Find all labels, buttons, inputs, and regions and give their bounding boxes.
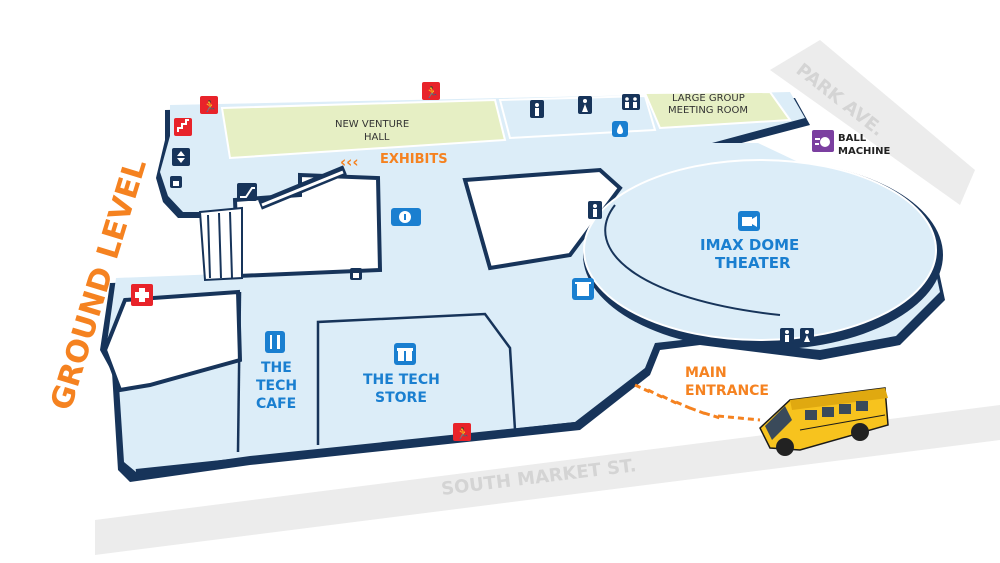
water-fountain-icon (612, 121, 628, 137)
cafe-label-2: TECH (256, 378, 297, 394)
imax-label-2: THEATER (715, 254, 791, 272)
cafe-label-1: THE (261, 360, 292, 376)
restroom-icon (588, 201, 602, 219)
exhibits-arrows: ‹‹‹ (340, 153, 359, 171)
imax-inner-curve (604, 204, 781, 316)
food-icon (265, 331, 285, 353)
new-venture-hall (220, 98, 507, 160)
elevator-icon (172, 148, 190, 166)
svg-text:🏃: 🏃 (425, 86, 439, 99)
park-ave-street (770, 40, 975, 205)
store-label-2: STORE (375, 390, 427, 406)
restroom-pair-icon (780, 328, 814, 344)
fire-exit-icon: 🏃 (422, 82, 440, 100)
main-entrance-label-2: ENTRANCE (685, 383, 769, 399)
first-aid-icon (131, 284, 153, 306)
restroom-men-icon (530, 100, 544, 118)
large-group-label-2: MEETING ROOM (668, 105, 748, 116)
trash-icon (572, 278, 594, 300)
gift-icon (394, 343, 416, 365)
store-wall (316, 312, 517, 445)
bus-icon (759, 387, 889, 456)
cafe-wall (236, 291, 242, 453)
info-icon (391, 208, 421, 226)
cafe-label-3: CAFE (256, 396, 296, 412)
imax-label-1: IMAX DOME (700, 236, 799, 254)
store-label-1: THE TECH (363, 372, 440, 388)
camera-icon (738, 211, 760, 231)
main-entrance-label-1: MAIN (685, 365, 727, 381)
ball-machine-icon (812, 130, 834, 152)
fire-exit-icon: 🏃 (200, 96, 218, 114)
new-venture-label-2: HALL (364, 132, 390, 143)
large-group-room (643, 90, 792, 130)
new-venture-label-1: NEW VENTURE (335, 119, 409, 130)
svg-text:🏃: 🏃 (203, 100, 217, 113)
locker-icon (170, 176, 182, 188)
left-void (102, 289, 243, 393)
escalator-main (198, 165, 347, 282)
ball-machine-label-1: BALL (838, 133, 867, 144)
exhibits-label: EXHIBITS (380, 152, 448, 167)
stairs-exit-icon (174, 118, 192, 136)
ball-machine-label-2: MACHINE (838, 146, 890, 157)
svg-text:🏃: 🏃 (456, 427, 470, 440)
restroom-women-icon (578, 96, 592, 114)
family-restroom-icon (622, 94, 640, 110)
large-group-label-1: LARGE GROUP (672, 93, 745, 104)
locker-icon (350, 268, 362, 280)
escalator-icon (237, 183, 257, 201)
imax-dome-floor (583, 159, 937, 341)
fire-exit-icon: 🏃 (453, 423, 471, 441)
